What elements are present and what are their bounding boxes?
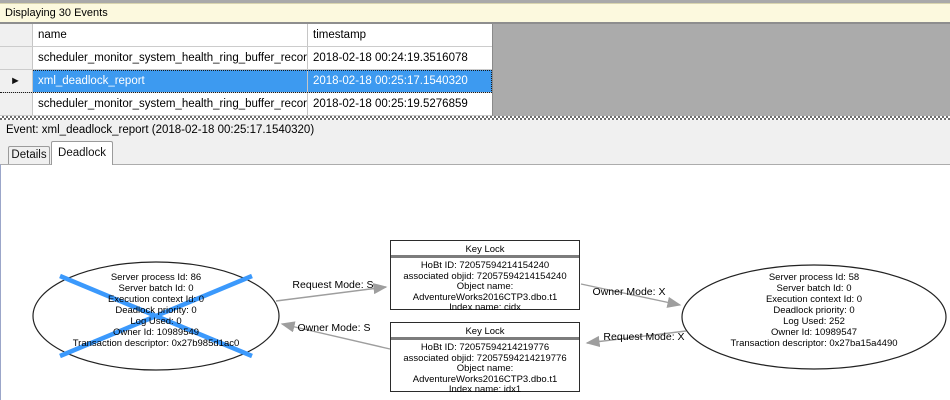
resource-attr: HoBt ID: 72057594214154240 (420, 260, 550, 271)
resource-attr: Index name: cidx (449, 302, 521, 313)
edge-owner-x (580, 283, 682, 308)
victim-x-icon (59, 273, 253, 359)
process-attr: Deadlock priority: 0 (773, 305, 855, 316)
resource-attr: Object name: AdventureWorks2016CTP3.dbo.… (412, 363, 558, 385)
tab-details[interactable]: Details (8, 146, 50, 164)
events-grid: name timestamp scheduler_monitor_system_… (0, 24, 950, 116)
process-attr: Transaction descriptor: 0x27b985d1ac0 (72, 338, 240, 349)
row-indicator-cell[interactable] (0, 93, 33, 115)
process-ellipse-right (681, 264, 947, 370)
resource-attr: HoBt ID: 72057594214219776 (420, 342, 550, 353)
grid-splitter[interactable] (0, 116, 950, 120)
resource-attr: Index name: idx1 (448, 384, 522, 395)
edge-request-s (275, 283, 388, 302)
deadlock-graph-canvas (32, 261, 947, 371)
process-attr: Transaction descriptor: 0x27ba15a4490 (730, 338, 898, 349)
resource-title: Key Lock (391, 323, 579, 340)
process-attr: Log Used: 252 (783, 316, 845, 327)
process-attr: Execution context Id: 0 (107, 294, 205, 305)
resource-attr: associated objid: 72057594214219776 (403, 352, 567, 364)
grid-header-timestamp[interactable]: timestamp (313, 29, 367, 41)
cell-timestamp[interactable]: 2018-02-18 00:25:17.1540320 (313, 75, 468, 87)
process-attr: Server batch Id: 0 (118, 283, 194, 294)
row-indicator-cell[interactable]: ► (0, 70, 33, 92)
tab-strip: Details Deadlock (0, 141, 950, 165)
process-attr: Server batch Id: 0 (776, 283, 852, 294)
top-edge-strip (0, 0, 950, 3)
edge-owner-s (280, 321, 391, 350)
row-indicator-icon: ► (10, 75, 21, 87)
resource-attr: Object name: AdventureWorks2016CTP3.dbo.… (412, 281, 558, 303)
process-attr: Deadlock priority: 0 (115, 305, 197, 316)
table-row[interactable]: scheduler_monitor_system_health_ring_buf… (0, 47, 492, 70)
resource-title: Key Lock (391, 241, 579, 258)
event-bar-text: Event: xml_deadlock_report (2018-02-18 0… (6, 124, 315, 136)
edge-label-owner-s: Owner Mode: S (297, 322, 371, 334)
row-indicator-cell[interactable] (0, 47, 33, 69)
table-row[interactable]: scheduler_monitor_system_health_ring_buf… (0, 93, 492, 116)
cell-name[interactable]: xml_deadlock_report (33, 70, 308, 92)
grid-header-gutter[interactable] (0, 24, 33, 46)
info-bar: Displaying 30 Events (0, 3, 950, 22)
edge-label-request-x: Request Mode: X (603, 331, 685, 343)
cell-name[interactable]: scheduler_monitor_system_health_ring_buf… (33, 47, 308, 69)
edge-request-x (585, 330, 687, 348)
process-attr: Execution context Id: 0 (765, 294, 863, 305)
info-bar-text: Displaying 30 Events (5, 7, 108, 19)
table-row-selected[interactable]: ► xml_deadlock_report 2018-02-18 00:25:1… (0, 70, 492, 93)
events-grid-table: name timestamp scheduler_monitor_system_… (0, 24, 493, 116)
cell-timestamp[interactable]: 2018-02-18 00:24:19.3516078 (313, 52, 468, 64)
grid-top-border (0, 22, 950, 24)
edge-label-owner-x: Owner Mode: X (592, 286, 666, 298)
process-attr: Log Used: 0 (130, 316, 182, 327)
resource-node-bottom: Key Lock HoBt ID: 72057594214219776 asso… (390, 322, 580, 395)
cell-name[interactable]: scheduler_monitor_system_health_ring_buf… (33, 93, 308, 115)
grid-header-row: name timestamp (0, 24, 492, 47)
cell-timestamp[interactable]: 2018-02-18 00:25:19.5276859 (313, 98, 468, 110)
process-attr: Owner Id: 10989547 (770, 327, 858, 338)
edge-label-request-s: Request Mode: S (292, 279, 374, 291)
resource-node-top: Key Lock HoBt ID: 72057594214154240 asso… (390, 240, 580, 313)
process-node-victim: Server process Id: 86 Server batch Id: 0… (41, 272, 271, 349)
resource-attr: associated objid: 72057594214154240 (403, 270, 567, 282)
process-attr: Server process Id: 86 (110, 272, 202, 283)
process-attr: Server process Id: 58 (768, 272, 860, 283)
event-bar: Event: xml_deadlock_report (2018-02-18 0… (0, 120, 950, 141)
grid-header-name[interactable]: name (33, 24, 308, 46)
process-attr: Owner Id: 10989549 (112, 327, 200, 338)
process-node-right: Server process Id: 58 Server batch Id: 0… (699, 272, 929, 349)
tab-deadlock[interactable]: Deadlock (51, 141, 113, 165)
